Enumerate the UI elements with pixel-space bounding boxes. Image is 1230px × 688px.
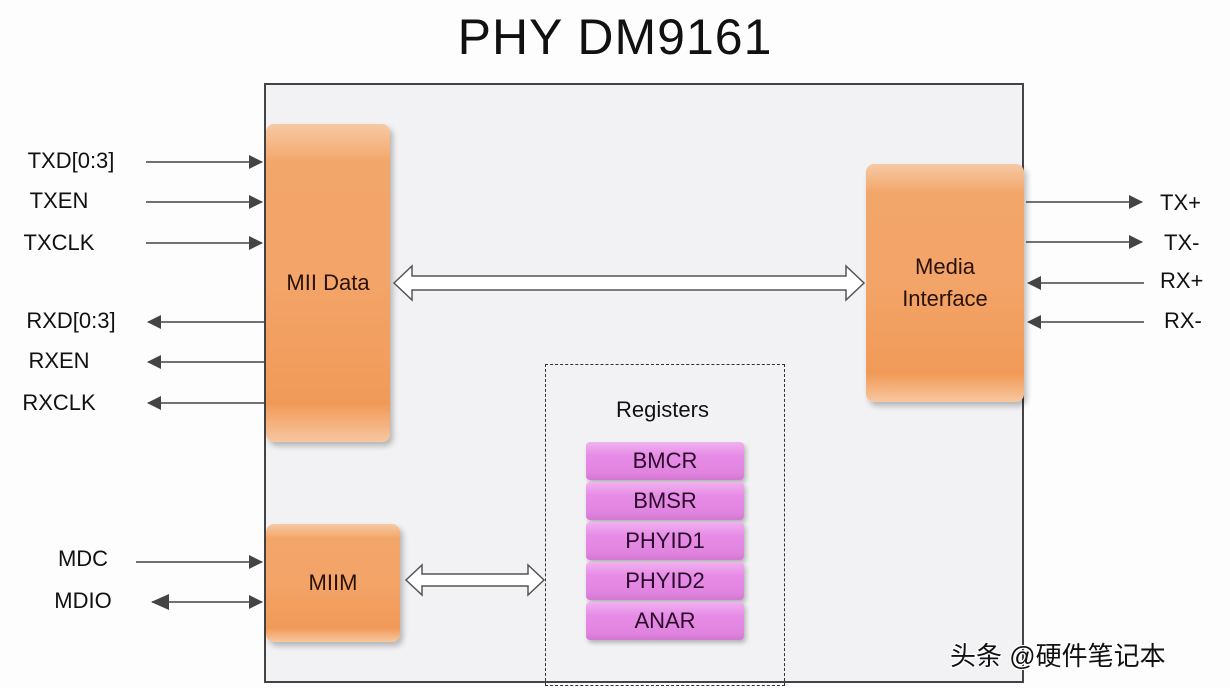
signal-label-rx-minus: RX-	[1164, 308, 1202, 333]
register-anar: ANAR	[586, 602, 744, 640]
miim-label: MIIM	[308, 570, 358, 595]
signal-label-txclk: TXCLK	[23, 230, 95, 255]
signal-label-rxclk: RXCLK	[22, 390, 96, 415]
miim-block: MIIM	[266, 524, 400, 642]
register-bmcr: BMCR	[586, 442, 744, 480]
signal-label-mdc: MDC	[57, 546, 109, 571]
mii-data-label: MII Data	[286, 270, 370, 295]
signal-label-rxd: RXD[0:3]	[26, 308, 116, 333]
media-interface-label: Media Interface	[902, 254, 988, 311]
signal-label-tx-plus: TX+	[1160, 190, 1201, 215]
signal-label-rx-plus: RX+	[1160, 268, 1204, 293]
register-bmsr: BMSR	[586, 482, 744, 520]
register-phyid2: PHYID2	[586, 562, 744, 600]
signal-label-mdio: MDIO	[54, 588, 112, 613]
signal-label-txd: TXD[0:3]	[27, 148, 115, 173]
diagram-title: PHY DM9161	[457, 9, 773, 65]
register-phyid1: PHYID1	[586, 522, 744, 560]
signal-label-rxen: RXEN	[28, 348, 90, 373]
registers-group	[545, 364, 785, 686]
arrow-miim-registers-bus	[404, 563, 546, 597]
signal-label-tx-minus: TX-	[1164, 230, 1200, 255]
arrow-mii-media-bus	[392, 264, 866, 302]
signal-label-txen: TXEN	[29, 188, 89, 213]
watermark: 头条 @硬件笔记本	[950, 641, 1166, 671]
media-interface-block: Media Interface	[866, 164, 1024, 402]
mii-data-block: MII Data	[266, 124, 390, 442]
registers-title: Registers	[616, 397, 709, 422]
